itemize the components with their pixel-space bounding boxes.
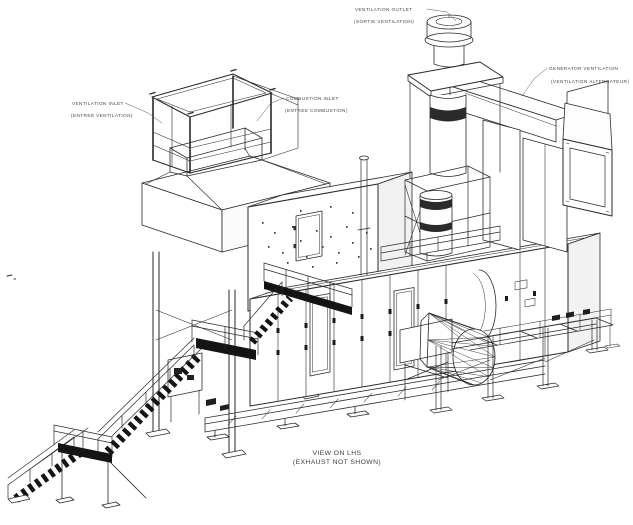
vent-pipe: [357, 155, 371, 276]
filter-frame: [149, 68, 276, 174]
label-generator-ventilation-l2: (VENTILATION ALTERNATEUR): [551, 79, 629, 84]
view-caption: VIEW ON LHS (EXHAUST NOT SHOWN): [293, 450, 381, 466]
deck-equipment: [552, 308, 590, 321]
roof-walkway: [263, 262, 353, 315]
caption-line2: (EXHAUST NOT SHOWN): [293, 459, 381, 466]
label-ventilation-outlet-l2: (SORTIE VENTILATION): [354, 19, 414, 24]
label-ventilation-outlet-l1: VENTILATION OUTLET: [355, 7, 412, 12]
label-ventilation-inlet-l2: (ENTREE VENTILATION): [71, 113, 133, 118]
baseframe-skid: [204, 359, 546, 441]
label-ventilation-inlet-l1: VENTILATION INLET: [72, 101, 124, 106]
silencer: [419, 190, 453, 257]
ventilation-inlet-assembly: [141, 68, 331, 400]
door-hinges: [293, 226, 297, 249]
skid-extension: [429, 308, 621, 414]
label-generator-ventilation-l1: GENERATOR VENTILATION: [549, 66, 618, 71]
label-combustion-inlet-l1: COMBUSTION INLET: [286, 96, 339, 101]
ventilation-outlet-stack: [380, 14, 504, 262]
duct-flange: [562, 138, 613, 217]
stack-stand: [404, 165, 491, 262]
access-stairs: [7, 251, 294, 509]
stray-mark: [6, 274, 16, 280]
skid-stiffener-marks: [227, 380, 441, 426]
generator-vent-duct: [449, 78, 613, 253]
callout-labels: VENTILATION OUTLET (SORTIE VENTILATION) …: [71, 7, 629, 118]
roof-platform-rails: [380, 225, 501, 262]
exhaust-collector-cone: [399, 269, 497, 401]
label-combustion-inlet-l2: (ENTREE COMBUSTION): [285, 108, 348, 113]
caption-line1: VIEW ON LHS: [313, 450, 362, 457]
panel-latches: [276, 291, 536, 355]
leader-lines: [124, 8, 548, 124]
